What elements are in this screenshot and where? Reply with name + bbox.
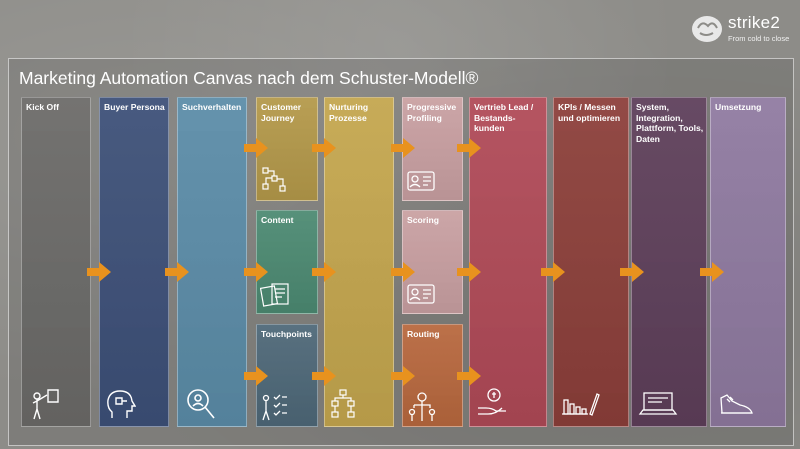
money-hand-icon: [478, 388, 506, 415]
arrow-right-icon: [457, 262, 481, 282]
bar-chart-pencil-icon: [562, 393, 600, 416]
column-vertrieb: Vertrieb Lead / Bestands-kunden: [469, 97, 547, 427]
arrow-right-icon: [312, 366, 336, 386]
column-buyer-persona: Buyer Persona: [99, 97, 169, 427]
column-scoring: Scoring: [402, 210, 463, 314]
strike2-logo: strike2 From cold to close: [690, 12, 796, 46]
column-label: Progressive Profiling: [407, 102, 457, 123]
column-kpis: KPIs / Messen und optimieren: [553, 97, 629, 427]
column-label: Content: [261, 215, 294, 225]
arrow-right-icon: [391, 138, 415, 158]
column-label: Touchpoints: [261, 329, 312, 339]
flow-chart-icon: [262, 167, 286, 192]
brain-logo-icon: [692, 16, 722, 42]
column-kickoff: Kick Off: [21, 97, 91, 427]
id-card-icon: [407, 284, 435, 304]
running-shoe-icon: [720, 394, 753, 414]
brand-tagline: From cold to close: [728, 34, 790, 43]
page-title: Marketing Automation Canvas nach dem Sch…: [19, 68, 479, 88]
column-content: Content: [256, 210, 318, 314]
arrow-right-icon: [244, 262, 268, 282]
magnifier-icon: [187, 389, 215, 419]
arrow-right-icon: [312, 138, 336, 158]
checklist-icon: [262, 394, 287, 421]
brand-name: strike2: [728, 13, 781, 32]
documents-icon: [260, 283, 289, 307]
arrow-right-icon: [620, 262, 644, 282]
arrow-right-icon: [457, 366, 481, 386]
arrow-right-icon: [700, 262, 724, 282]
people-routing-icon: [408, 392, 436, 421]
presenter-icon: [32, 389, 59, 420]
arrow-right-icon: [541, 262, 565, 282]
column-umsetzung: Umsetzung: [710, 97, 786, 427]
column-label: Vertrieb Lead / Bestands-kunden: [474, 102, 534, 133]
process-tree-icon: [331, 389, 355, 418]
arrow-right-icon: [391, 366, 415, 386]
column-suchverhalten: Suchverhalten: [177, 97, 247, 427]
column-label: Suchverhalten: [182, 102, 242, 112]
arrow-right-icon: [457, 138, 481, 158]
arrow-right-icon: [87, 262, 111, 282]
column-customer-journey: Customer Journey: [256, 97, 318, 201]
column-label: Buyer Persona: [104, 102, 165, 112]
column-label: Scoring: [407, 215, 439, 225]
column-label: System, Integration, Plattform, Tools, D…: [636, 102, 704, 144]
laptop-icon: [638, 392, 678, 415]
column-label: KPIs / Messen und optimieren: [558, 102, 621, 123]
arrow-right-icon: [244, 366, 268, 386]
column-label: Nurturing Prozesse: [329, 102, 369, 123]
column-label: Umsetzung: [715, 102, 762, 112]
column-routing: Routing: [402, 324, 463, 427]
arrow-right-icon: [391, 262, 415, 282]
arrow-right-icon: [165, 262, 189, 282]
arrow-right-icon: [244, 138, 268, 158]
column-system: System, Integration, Plattform, Tools, D…: [631, 97, 707, 427]
head-puzzle-icon: [107, 390, 136, 418]
arrow-right-icon: [312, 262, 336, 282]
id-card-icon: [407, 171, 435, 191]
column-nurturing: Nurturing Prozesse: [324, 97, 394, 427]
column-label: Routing: [407, 329, 440, 339]
column-label: Kick Off: [26, 102, 59, 112]
column-label: Customer Journey: [261, 102, 302, 123]
